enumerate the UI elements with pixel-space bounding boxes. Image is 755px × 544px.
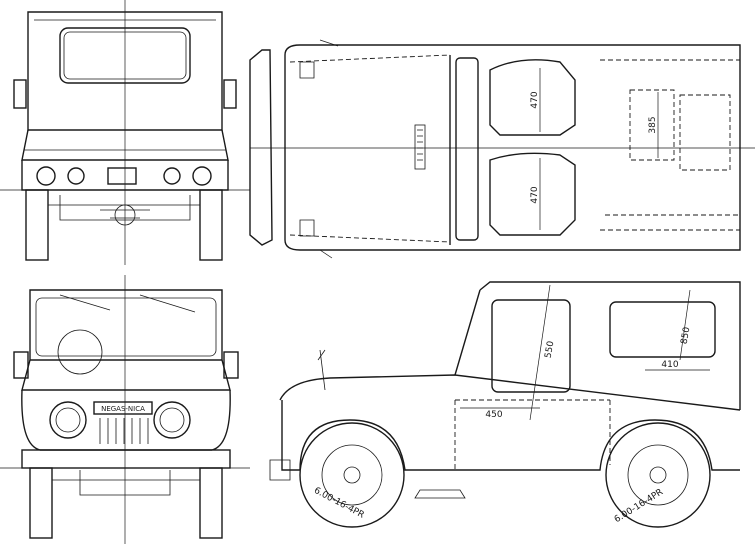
dim-door-height: 550 bbox=[544, 340, 557, 359]
windshield bbox=[455, 57, 479, 241]
side-view: 550 450 850 410 6.00-16-4PR 6.00-16-4PR bbox=[269, 281, 741, 528]
windshield-side bbox=[454, 289, 481, 376]
front-plate bbox=[93, 401, 153, 415]
door-window bbox=[491, 299, 571, 393]
front-tire-left bbox=[29, 467, 53, 539]
rear-side-window bbox=[609, 301, 716, 358]
body-outline bbox=[284, 44, 741, 251]
fenders bbox=[299, 419, 740, 471]
dim-bench-depth: 385 bbox=[648, 116, 658, 133]
windshield-frame bbox=[29, 289, 223, 361]
wipers bbox=[59, 294, 196, 313]
front-seat-left bbox=[489, 152, 576, 236]
rear-bench bbox=[629, 89, 675, 161]
rear-tire-left bbox=[25, 189, 49, 261]
front-tire-right bbox=[199, 467, 223, 539]
grille-slats bbox=[99, 418, 149, 444]
front-seat-right bbox=[489, 59, 576, 136]
tire-label-rear: 6.00-16-4PR bbox=[613, 487, 665, 525]
front-bumper-front bbox=[21, 449, 231, 469]
headlamp-left bbox=[49, 401, 87, 439]
dim-seat-rear: 470 bbox=[530, 186, 540, 203]
dim-rear-width: 410 bbox=[661, 360, 678, 370]
hood-line bbox=[279, 374, 741, 411]
soft-top bbox=[479, 281, 741, 410]
front-bumper bbox=[249, 49, 273, 246]
top-view: 470 470 385 bbox=[249, 39, 755, 259]
front-view: NEGAS-NICA bbox=[0, 275, 250, 544]
headlamp-right bbox=[153, 401, 191, 439]
dim-seat-front: 470 bbox=[530, 91, 540, 108]
rear-lamp-right bbox=[192, 166, 212, 186]
grille-panel bbox=[21, 389, 231, 451]
dim-rear-height: 850 bbox=[680, 326, 693, 345]
front-wheel bbox=[299, 422, 405, 528]
rear-tire-right bbox=[199, 189, 223, 261]
front-plate-text: NEGAS-NICA bbox=[101, 405, 145, 413]
rear-view bbox=[0, 0, 250, 265]
rear-lamp-left bbox=[36, 166, 56, 186]
door-outline bbox=[454, 399, 611, 470]
rear-wheel bbox=[605, 422, 711, 528]
dim-door-width: 450 bbox=[485, 410, 502, 420]
